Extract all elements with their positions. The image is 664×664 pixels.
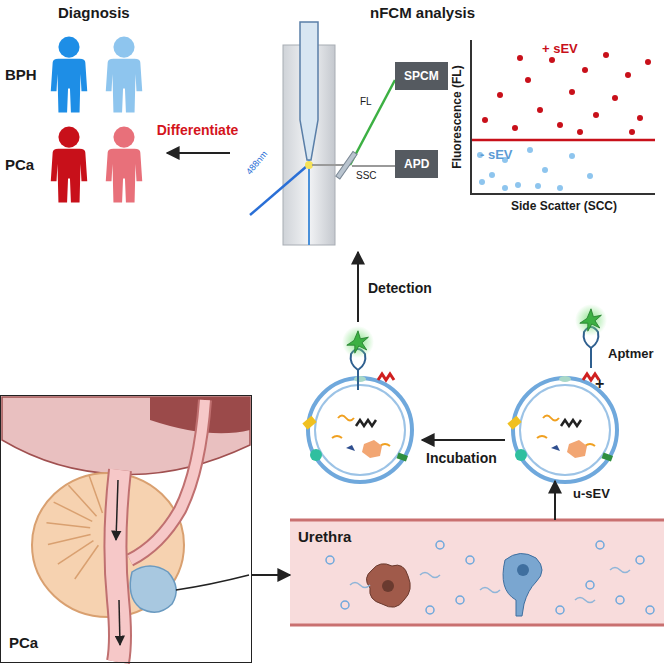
detector-box: SPCM [395,62,448,90]
anatomy-inset: PCa [0,395,252,663]
scatter-plot: + sEV- sEVFluorescence (FL)Side Scatter … [470,40,655,195]
node-text: + [595,375,604,393]
wavelength-label: 488nm [244,149,270,177]
node-text: Urethra [298,528,351,545]
node-text: PCa [9,634,38,651]
diagnosis-panel: DiagnosisBPH PCa [0,0,165,215]
panel-title: nFCM analysis [370,4,475,21]
detector-box: APD [395,150,438,178]
node-text: u-sEV [573,487,610,502]
edge-label: Differentiate [155,122,241,138]
node-text: Side Scatter (SCC) [511,200,617,214]
panel-title: Diagnosis [58,4,130,21]
node-text: - sEV [480,148,513,163]
node-text: + sEV [542,42,578,57]
node-text: BPH [5,66,37,83]
connector-arrow [252,574,290,576]
connector-arrow [167,152,230,154]
node-text: SPCM [404,69,439,83]
node-text: Aptmer [608,347,654,362]
node-text: Fluorescence (FL) [451,65,465,168]
urethra-band: Urethra [290,520,664,625]
connector-arrow [554,481,556,520]
node-text: PCa [5,156,34,173]
nfcm-panel: nFCM analysisSPCM APD + sEV - sEV Fluorescen… [230,0,664,245]
step-label: Incubation [426,450,497,466]
node-text: APD [404,157,429,171]
step-label: Detection [368,280,432,296]
channel-label: FL [360,96,372,108]
probe-panel: Aptmer+u-sEV [515,325,664,480]
channel-label: SSC [356,170,377,182]
